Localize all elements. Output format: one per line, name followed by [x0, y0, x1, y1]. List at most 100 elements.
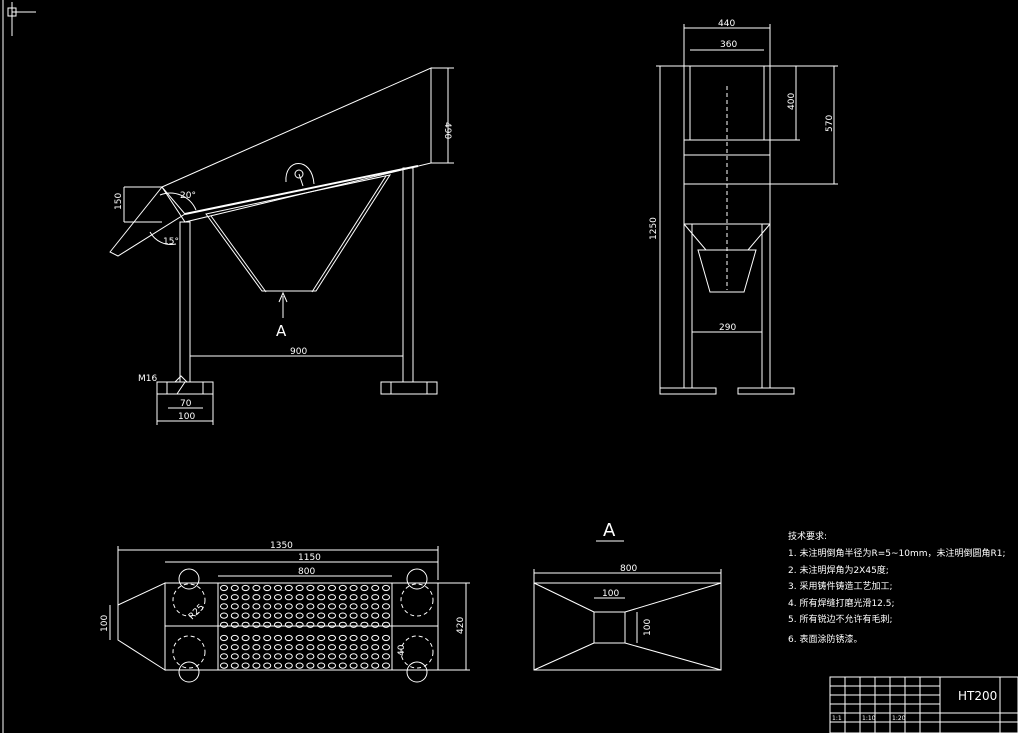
- screen-hole: [241, 621, 250, 628]
- dim-upper-height: 400: [787, 93, 797, 110]
- screen-hole: [263, 621, 272, 628]
- screen-hole: [349, 662, 358, 669]
- left-leg: [179, 221, 191, 383]
- screen-hole: [220, 653, 228, 660]
- screen-hole: [274, 653, 282, 660]
- dim-section-length: 800: [620, 564, 637, 574]
- screen-hole: [328, 662, 336, 669]
- screen-hole: [241, 584, 250, 592]
- screen-hole: [328, 621, 336, 628]
- screen-hole: [252, 644, 261, 651]
- screen-hole: [382, 594, 390, 601]
- screen-hole: [317, 612, 326, 619]
- note-1: 1. 未注明倒角半径为R=5~10mm，未注明倒圆角R1;: [788, 547, 1006, 559]
- screen-hole: [252, 612, 261, 619]
- screen-hole: [360, 634, 369, 642]
- screen-hole: [317, 584, 326, 592]
- screen-hole: [306, 584, 315, 592]
- front-left-leg: [683, 223, 693, 389]
- screen-hole: [317, 662, 326, 669]
- screen-hole: [349, 634, 358, 642]
- screen-hole: [349, 594, 358, 601]
- screen-hole: [317, 644, 326, 651]
- screen-hole: [382, 634, 390, 642]
- screen-hole: [328, 594, 336, 601]
- screen-hole: [284, 662, 293, 669]
- screen-hole: [371, 644, 380, 651]
- screen-hole: [252, 603, 261, 610]
- dim-hole-width: 100: [602, 589, 619, 599]
- screen-hole: [263, 603, 272, 610]
- screen-hole: [317, 594, 326, 601]
- screen-hole: [252, 662, 261, 669]
- screen-hole: [252, 594, 261, 601]
- screen-hole: [360, 612, 369, 619]
- screen-hole: [230, 584, 239, 592]
- screen-hole: [349, 603, 358, 610]
- screen-hole: [230, 653, 239, 660]
- screen-hole: [241, 594, 250, 601]
- screen-hole: [220, 603, 228, 610]
- screen-hole: [230, 634, 239, 642]
- screen-hole: [295, 594, 304, 601]
- section-a-title: A: [603, 520, 616, 541]
- screen-hole: [371, 594, 380, 601]
- screen-hole: [230, 603, 239, 610]
- screen-hole: [220, 662, 228, 669]
- screen-hole: [274, 644, 282, 651]
- dim-screen-length: 800: [298, 567, 315, 577]
- vibrator: [285, 163, 315, 185]
- screen-hole: [338, 644, 347, 651]
- screen-hole: [274, 612, 282, 619]
- screen-hole: [284, 584, 293, 592]
- screen-hole: [338, 603, 347, 610]
- dim-foot-inner: 70: [180, 399, 192, 409]
- dim-angle-bottom: 15°: [163, 237, 179, 247]
- screen-hole: [338, 621, 347, 628]
- screen-hole: [349, 653, 358, 660]
- right-leg: [402, 167, 414, 383]
- screen-hole: [295, 662, 304, 669]
- drawing-frame: [2, 0, 36, 733]
- title-block: HT200 1:1 1:10 1:20: [829, 676, 1018, 733]
- screen-hole: [328, 612, 336, 619]
- screen-hole: [284, 653, 293, 660]
- screen-hole: [371, 621, 380, 628]
- screen-hole: [360, 594, 369, 601]
- dim-foot-outer: 100: [178, 412, 195, 422]
- section-a-view: A 800 100 100: [533, 520, 722, 671]
- screen-hole: [382, 621, 390, 628]
- screen-hole: [295, 634, 304, 642]
- side-view: 490 150 20° 15° A 900: [109, 67, 454, 425]
- plan-view: 1350 1150 800 100 R25 40 420: [100, 541, 470, 683]
- screen-hole: [360, 644, 369, 651]
- screen-hole: [263, 584, 272, 592]
- view-a-label: A: [276, 322, 287, 340]
- section-hole: [593, 611, 626, 644]
- screen-hole: [360, 662, 369, 669]
- front-right-leg: [761, 223, 771, 389]
- screen-hole: [263, 653, 272, 660]
- screen-hole: [360, 603, 369, 610]
- scale-3: 1:20: [892, 715, 906, 722]
- dim-inner-width: 360: [720, 40, 737, 50]
- screen-hole: [295, 584, 304, 592]
- screen-hole: [252, 584, 261, 592]
- front-view: 440 360 400 570 290 1250: [649, 19, 838, 395]
- screen-hole: [306, 653, 315, 660]
- screen-hole: [241, 634, 250, 642]
- screen-hole: [263, 612, 272, 619]
- screen-hole: [295, 653, 304, 660]
- screen-hole: [274, 621, 282, 628]
- screen-hole: [338, 584, 347, 592]
- screen-hole: [349, 621, 358, 628]
- screen-hole: [241, 653, 250, 660]
- inlet-chute: [109, 186, 186, 257]
- screen-hole: [382, 584, 390, 592]
- dim-radius: R25: [187, 603, 207, 623]
- screen-hole: [306, 612, 315, 619]
- screen-hole: [274, 603, 282, 610]
- screen-hole: [349, 612, 358, 619]
- screen-hole: [360, 653, 369, 660]
- note-4: 4. 所有焊缝打磨光滑12.5;: [788, 597, 895, 609]
